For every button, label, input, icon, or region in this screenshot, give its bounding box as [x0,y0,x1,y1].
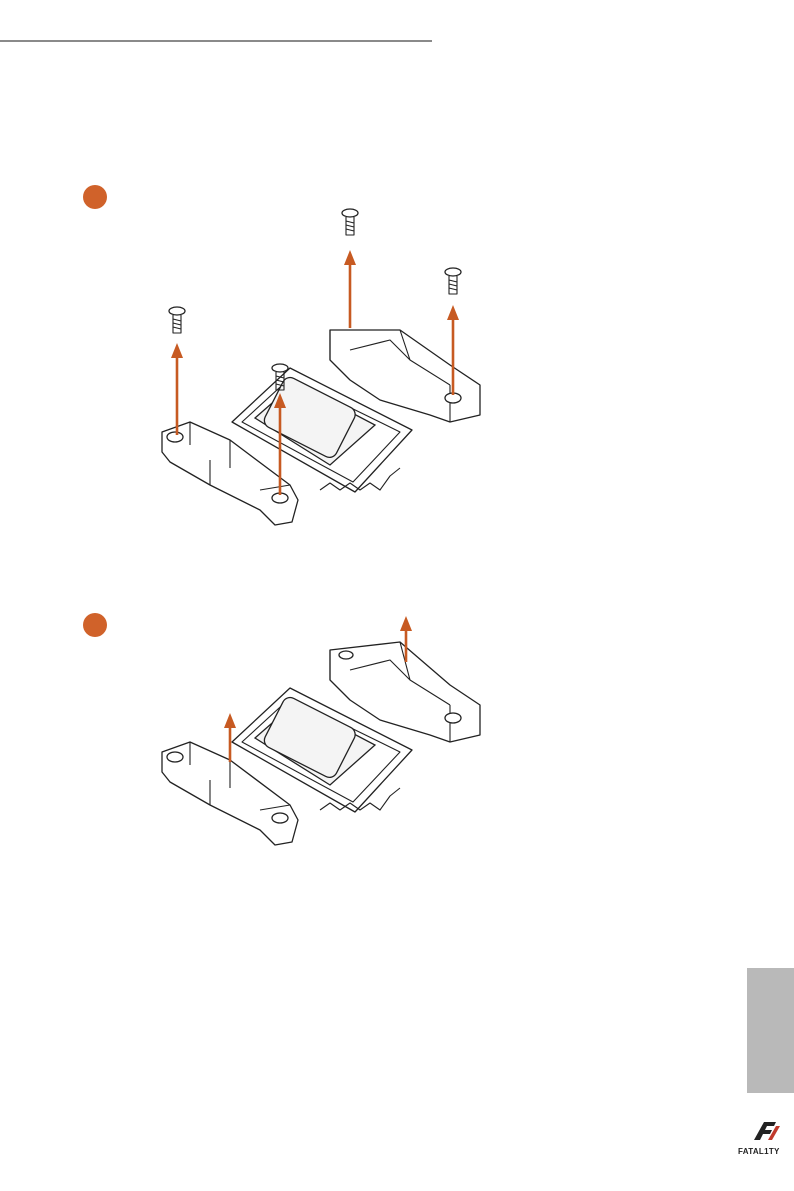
fatal1ty-logo-icon: FATAL1TY [738,1120,790,1156]
header-rule [0,40,432,42]
side-tab [747,968,794,1093]
step-1-illustration [150,200,490,540]
logo-text: FATAL1TY [738,1147,780,1156]
step-1-marker [83,185,107,209]
screw-icon [342,209,358,235]
step-2-illustration [150,600,490,850]
screw-icon [445,268,461,294]
step-2-marker [83,613,107,637]
screw-icon [169,307,185,333]
